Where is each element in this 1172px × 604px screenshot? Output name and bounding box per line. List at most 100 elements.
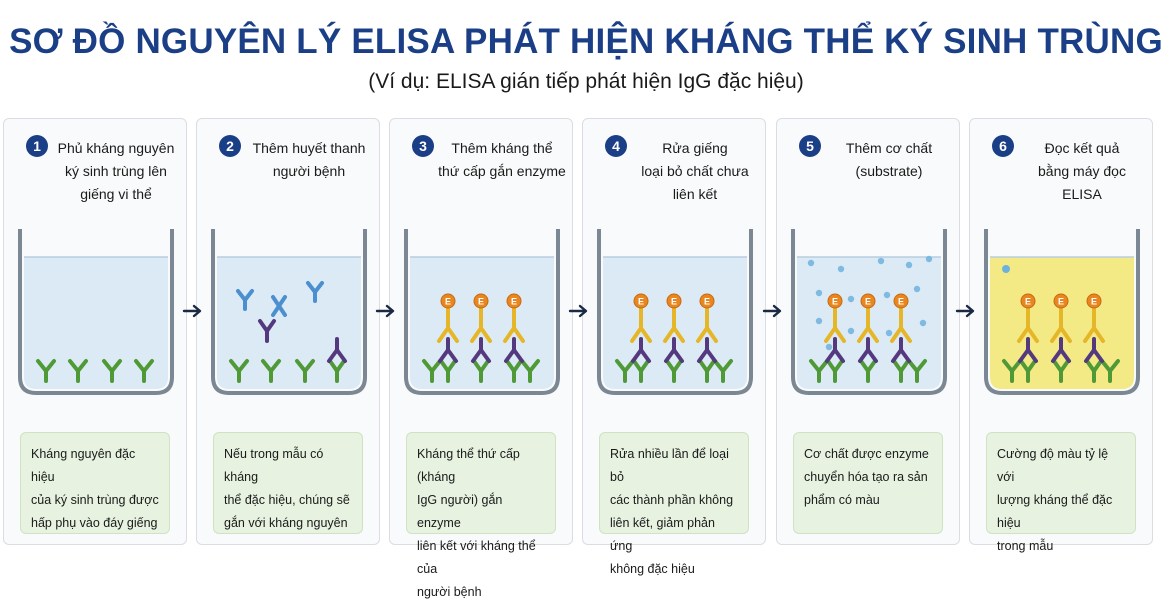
primary-antibody-icon: [891, 337, 911, 363]
well-wall: [18, 229, 174, 395]
step-note: Kháng nguyên đặc hiệu của ký sinh trùng …: [20, 432, 170, 534]
antigen-icon: [295, 359, 315, 383]
enzyme-marker: E: [473, 293, 489, 309]
arrow-right-icon: [375, 304, 395, 318]
enzyme-marker: E: [633, 293, 649, 309]
step-number-badge: 4: [605, 135, 627, 157]
step-title: Thêm cơ chất (substrate): [845, 140, 933, 179]
secondary-antibody-icon: [1017, 313, 1039, 343]
step-title: Thêm huyết thanh người bệnh: [252, 140, 366, 179]
step-title: Thêm kháng thể thứ cấp gắn enzyme: [438, 140, 566, 179]
enzyme-marker: E: [1053, 293, 1069, 309]
arrow-right-icon: [182, 304, 202, 318]
svg-text:E: E: [511, 297, 517, 307]
step-header: 4 Rửa giếng loại bỏ chất chưa liên kết: [583, 135, 765, 215]
primary-antibody-icon: [631, 337, 651, 363]
step-number-badge: 2: [219, 135, 241, 157]
microplate-well: [16, 229, 176, 399]
well-liquid: [24, 257, 168, 389]
antigen-icon: [505, 359, 523, 383]
step-note: Nếu trong mẫu có kháng thể đặc hiệu, chú…: [213, 432, 363, 534]
step-panel-4: 4 Rửa giếng loại bỏ chất chưa liên kết E…: [582, 118, 766, 576]
svg-text:E: E: [1058, 297, 1064, 307]
primary-antibody-icon: [825, 337, 845, 363]
enzyme-marker: E: [666, 293, 682, 309]
antigen-icon: [261, 359, 281, 383]
enzyme-marker: E: [506, 293, 522, 309]
svg-text:E: E: [638, 297, 644, 307]
free-antibody-icon: [306, 281, 324, 303]
substrate-dot: [1002, 265, 1010, 273]
substrate-dot: [925, 255, 933, 263]
antigen-icon: [826, 359, 844, 383]
enzyme-marker: E: [860, 293, 876, 309]
antigen-icon: [1002, 359, 1022, 383]
antigen-icon: [907, 359, 927, 383]
secondary-antibody-icon: [503, 313, 525, 343]
antigen-icon: [520, 359, 540, 383]
arrow-right-icon: [955, 304, 975, 318]
primary-antibody-icon: [258, 319, 276, 343]
antigen-icon: [472, 359, 490, 383]
primary-antibody-icon: [1051, 337, 1071, 363]
secondary-antibody-icon: [824, 313, 846, 343]
substrate-dot: [913, 285, 921, 293]
primary-antibody-icon: [327, 337, 347, 363]
step-number-badge: 6: [992, 135, 1014, 157]
well-wall: [984, 229, 1140, 395]
primary-antibody-icon: [1018, 337, 1038, 363]
secondary-antibody-icon: [470, 313, 492, 343]
well-wall: [791, 229, 947, 395]
enzyme-marker: E: [1086, 293, 1102, 309]
arrow-right-icon: [568, 304, 588, 318]
antigen-icon: [632, 359, 650, 383]
step-number-badge: 5: [799, 135, 821, 157]
step-number-badge: 3: [412, 135, 434, 157]
substrate-dot: [837, 265, 845, 273]
free-antibody-icon: [271, 295, 287, 317]
primary-antibody-icon: [858, 337, 878, 363]
free-antibody-icon: [236, 289, 254, 311]
secondary-antibody-icon: [890, 313, 912, 343]
page-subtitle: (Ví dụ: ELISA gián tiếp phát hiện IgG đặ…: [368, 70, 804, 93]
microplate-well: [209, 229, 369, 399]
well-wall: [404, 229, 560, 395]
step-note: Cơ chất được enzyme chuyển hóa tạo ra sả…: [793, 432, 943, 534]
svg-text:E: E: [445, 297, 451, 307]
antigen-icon: [1100, 359, 1120, 383]
substrate-dot: [847, 295, 855, 303]
secondary-antibody-icon: [663, 313, 685, 343]
antigen-icon: [615, 359, 635, 383]
svg-text:E: E: [671, 297, 677, 307]
antigen-icon: [439, 359, 457, 383]
primary-antibody-icon: [471, 337, 491, 363]
antigen-icon: [859, 359, 877, 383]
svg-text:E: E: [704, 297, 710, 307]
enzyme-marker: E: [1020, 293, 1036, 309]
enzyme-marker: E: [699, 293, 715, 309]
secondary-antibody-icon: [696, 313, 718, 343]
antigen-icon: [1052, 359, 1070, 383]
primary-antibody-icon: [1084, 337, 1104, 363]
svg-text:E: E: [865, 297, 871, 307]
step-note: Cường độ màu tỷ lệ với lượng kháng thể đ…: [986, 432, 1136, 553]
enzyme-marker: E: [440, 293, 456, 309]
secondary-antibody-icon: [630, 313, 652, 343]
svg-text:E: E: [1091, 297, 1097, 307]
page-title: SƠ ĐỒ NGUYÊN LÝ ELISA PHÁT HIỆN KHÁNG TH…: [9, 22, 1163, 61]
svg-text:E: E: [832, 297, 838, 307]
enzyme-marker: E: [893, 293, 909, 309]
step-number-badge: 1: [26, 135, 48, 157]
enzyme-marker: E: [827, 293, 843, 309]
secondary-antibody-icon: [857, 313, 879, 343]
substrate-dot: [905, 261, 913, 269]
substrate-dot: [815, 317, 823, 325]
step-title: Rửa giếng loại bỏ chất chưa liên kết: [641, 140, 749, 202]
secondary-antibody-icon: [1050, 313, 1072, 343]
